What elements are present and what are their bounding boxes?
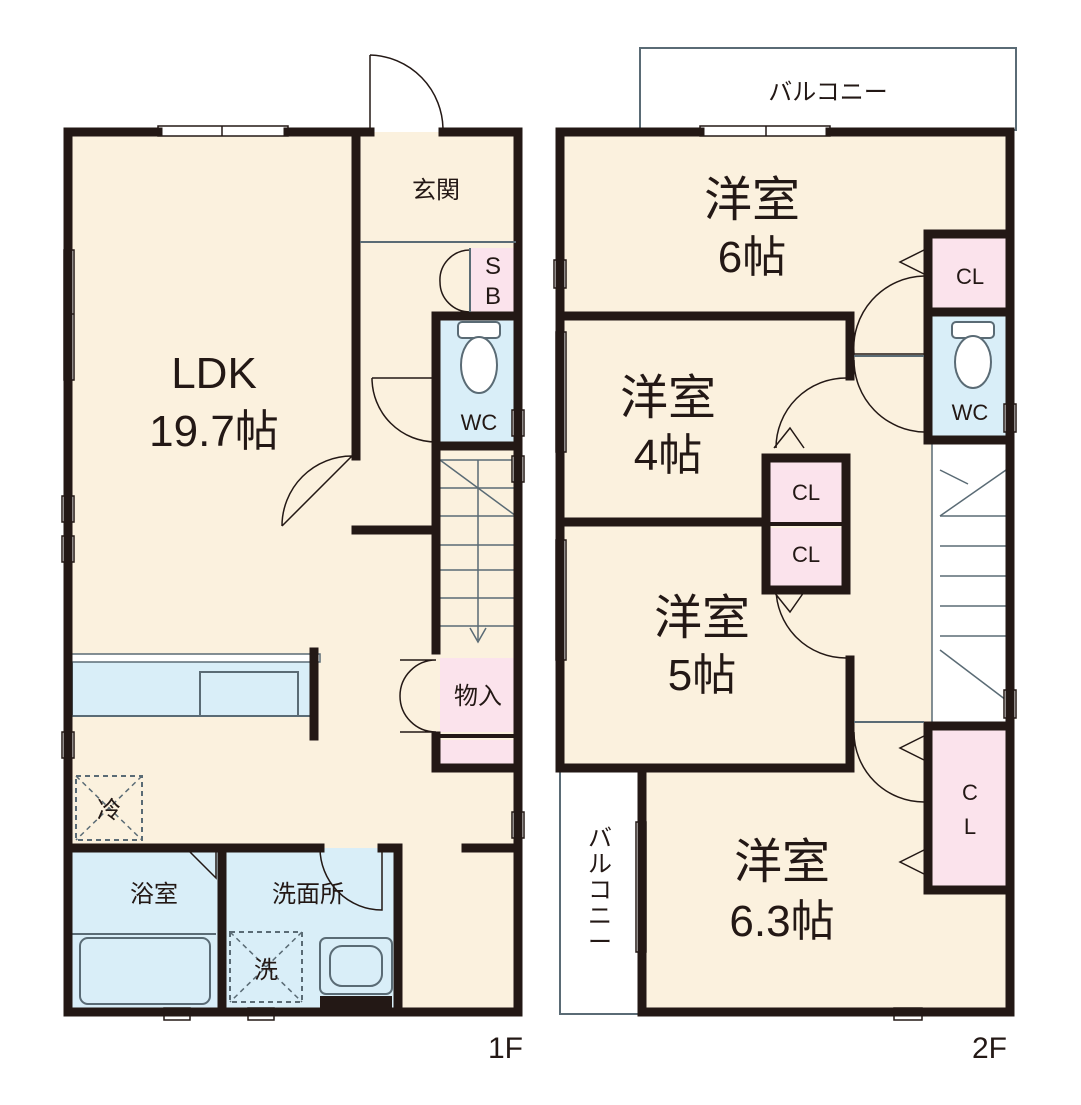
toilet-2f	[951, 321, 995, 389]
washstand	[319, 937, 393, 995]
floor-label-2f: 2F	[972, 1032, 1007, 1065]
ldk-name: LDK	[171, 349, 257, 398]
cl-top-floor	[932, 236, 1008, 312]
washroom-label: 洗面所	[272, 881, 344, 908]
door-swings-2f	[773, 249, 925, 875]
wc-label-2f: WC	[952, 400, 989, 425]
shoebox-label-s: S	[485, 253, 501, 280]
wc-label-1f: WC	[461, 410, 498, 435]
washer-label: 洗	[254, 957, 278, 984]
balcony-top	[639, 47, 1017, 131]
room-6-name: 洋室	[704, 174, 800, 227]
room-63-size: 6.3帖	[729, 897, 834, 946]
kitchen-sink	[199, 671, 299, 717]
stairs-2f	[931, 444, 1007, 722]
balcony-top-label: バルコニー	[768, 79, 888, 106]
walls-1f	[63, 127, 523, 1017]
storage-floor	[440, 658, 516, 732]
closet-5-label: CL	[792, 542, 820, 567]
bathtub	[79, 937, 211, 1005]
room-63-name: 洋室	[734, 836, 830, 889]
washstand-basin	[329, 945, 383, 987]
entrance-label: 玄関	[412, 177, 460, 204]
second-floor-plan: バルコニー バ ル コ ニ ー 洋室 6帖 洋室 4帖 洋室 5帖 洋室 6.3…	[553, 47, 1017, 1065]
room-5-name: 洋室	[654, 592, 750, 645]
door-swings-1f	[184, 54, 471, 911]
balcony-side-label: バ ル コ ニ ー	[588, 825, 612, 956]
storage-label: 物入	[454, 683, 502, 710]
washer-space	[229, 931, 303, 1003]
room-5-size: 5帖	[668, 651, 736, 700]
fridge-label: 冷	[97, 797, 121, 824]
shoebox-floor	[470, 248, 516, 312]
bath-label: 浴室	[130, 881, 178, 908]
stairs-1f	[439, 459, 517, 644]
balcony-side	[559, 769, 643, 1015]
first-floor-plan: LDK 19.7帖 玄関 S B WC 物入 浴室 洗面所 冷 洗 1F	[61, 54, 525, 1065]
room-4-name: 洋室	[620, 372, 716, 425]
shoebox-label-b: B	[485, 283, 501, 310]
svg-text:ル: ル	[588, 851, 612, 878]
closet-top-label: CL	[956, 264, 984, 289]
room-4-size: 4帖	[634, 431, 702, 480]
toilet-1f	[457, 321, 501, 394]
closet-4-label: CL	[792, 480, 820, 505]
cl-5-floor	[766, 528, 846, 588]
cl-4-floor	[766, 460, 846, 522]
closet-big-label-l: L	[964, 814, 976, 839]
closet-big-label-c: C	[962, 780, 978, 805]
room-6-size: 6帖	[718, 233, 786, 282]
walls-2f	[555, 127, 1015, 1017]
washroom-plinth	[320, 996, 392, 1010]
cl-big-floor	[932, 728, 1008, 890]
kitchen-back	[67, 653, 321, 663]
floor-label-1f: 1F	[488, 1032, 523, 1065]
svg-text:ニ: ニ	[588, 903, 612, 930]
svg-text:コ: コ	[588, 877, 612, 904]
storage-small-floor	[440, 740, 516, 766]
fridge-space	[75, 775, 143, 841]
ldk-size: 19.7帖	[149, 407, 279, 456]
svg-text:ー: ー	[588, 929, 612, 956]
svg-text:バ: バ	[588, 825, 612, 852]
